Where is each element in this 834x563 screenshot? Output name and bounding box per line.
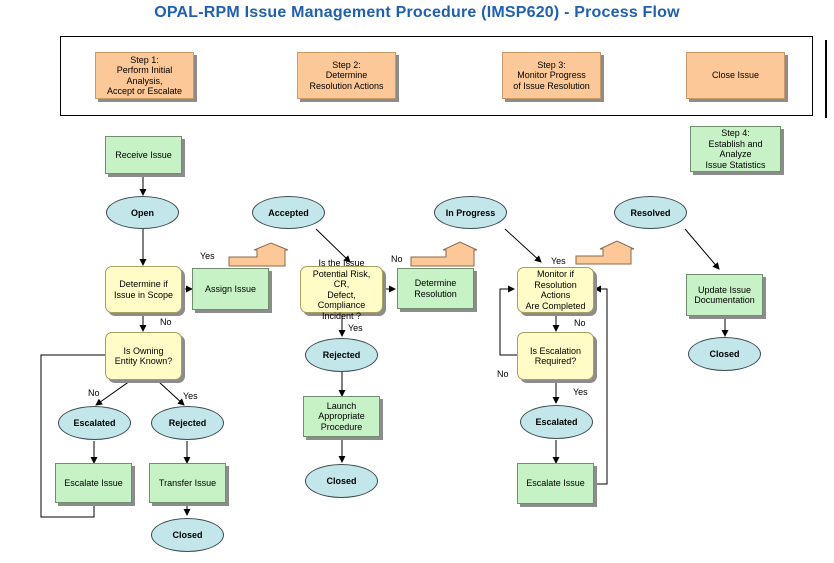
receive-issue-box: Receive Issue xyxy=(105,136,182,174)
no-label: No xyxy=(160,317,172,327)
in-progress-state: In Progress xyxy=(434,196,507,229)
close-issue-step-box: Close Issue xyxy=(686,52,785,99)
loop-line-left xyxy=(40,354,108,518)
accepted-state: Accepted xyxy=(252,196,325,229)
escalated-state: Escalated xyxy=(58,406,131,440)
rejected-state-2: Rejected xyxy=(305,338,378,372)
update-documentation-box: Update Issue Documentation xyxy=(686,274,763,316)
steps-frame xyxy=(60,36,813,116)
no-label: No xyxy=(497,369,509,379)
bent-arrow-resolved xyxy=(575,240,635,265)
bent-arrow-accepted xyxy=(228,242,289,267)
arrow-owning-rejected xyxy=(157,380,185,406)
transfer-issue-box: Transfer Issue xyxy=(149,463,226,503)
loop-line-escalate-monitor xyxy=(594,285,608,485)
assign-issue-box: Assign Issue xyxy=(192,268,269,310)
yes-label: Yes xyxy=(200,251,215,261)
no-label: No xyxy=(88,388,100,398)
arrow-inprogress-monitor xyxy=(504,228,542,263)
arrow-owning-escalated xyxy=(95,380,131,406)
escalate-issue-box-2: Escalate Issue xyxy=(517,463,594,504)
issue-in-scope-decision: Determine if Issue in Scope xyxy=(105,266,182,313)
closed-state-2: Closed xyxy=(305,464,378,498)
loop-line-escreq-monitor xyxy=(499,285,517,356)
escalated-state-2: Escalated xyxy=(520,405,593,439)
open-state: Open xyxy=(106,196,179,229)
arrow-resolved-update xyxy=(684,228,720,270)
escalate-issue-box: Escalate Issue xyxy=(55,463,132,503)
issue-type-decision: Is the Issue Potential Risk, CR, Defect,… xyxy=(300,258,383,321)
frame-edge-line xyxy=(825,40,827,118)
monitor-resolution-decision: Monitor if Resolution Actions Are Comple… xyxy=(517,267,594,313)
yes-label: Yes xyxy=(183,391,198,401)
closed-state-3: Closed xyxy=(688,337,761,371)
step-2-box: Step 2: Determine Resolution Actions xyxy=(297,52,396,99)
rejected-state: Rejected xyxy=(151,406,224,440)
yes-label: Yes xyxy=(573,387,588,397)
yes-label: Yes xyxy=(551,256,566,266)
arrow-accepted-risk xyxy=(315,228,351,263)
diagram-title: OPAL-RPM Issue Management Procedure (IMS… xyxy=(154,4,680,21)
escalation-required-decision: Is Escalation Required? xyxy=(517,332,594,380)
step-4-box: Step 4: Establish and Analyze Issue Stat… xyxy=(690,126,781,172)
determine-resolution-box: Determine Resolution xyxy=(397,268,474,309)
no-label: No xyxy=(391,254,403,264)
yes-label: Yes xyxy=(348,323,363,333)
resolved-state: Resolved xyxy=(614,196,687,229)
bent-arrow-inprogress xyxy=(410,241,478,267)
step-3-box: Step 3: Monitor Progress of Issue Resolu… xyxy=(502,52,601,99)
no-label: No xyxy=(574,318,586,328)
owning-entity-decision: Is Owning Entity Known? xyxy=(105,332,182,380)
step-1-box: Step 1: Perform Initial Analysis, Accept… xyxy=(95,52,194,99)
launch-procedure-box: Launch Appropriate Procedure xyxy=(303,396,380,437)
closed-state: Closed xyxy=(151,518,224,552)
